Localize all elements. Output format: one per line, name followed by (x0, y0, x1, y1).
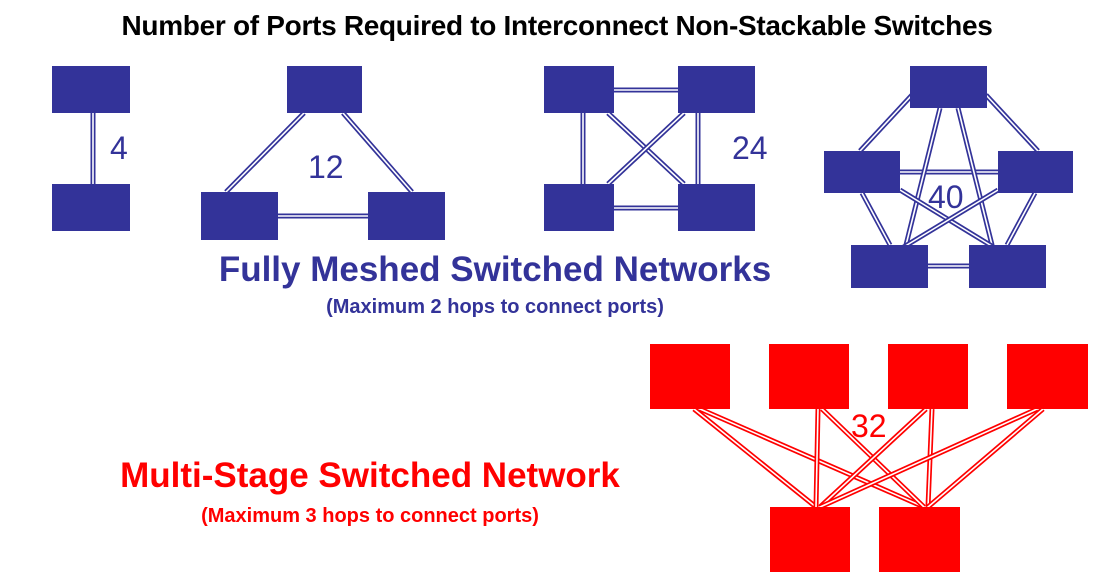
edge-switch-node (650, 344, 730, 409)
switch-node (544, 66, 614, 113)
link (984, 93, 1040, 153)
switch-node (678, 66, 755, 113)
link (224, 111, 306, 194)
link (955, 107, 995, 246)
edge-switch-node (888, 344, 968, 409)
labels-layer: 4 12 24 40 32 (110, 130, 964, 444)
link (1004, 191, 1038, 247)
port-count-2-switch: 4 (110, 130, 128, 166)
switch-node (969, 245, 1046, 288)
link (606, 111, 686, 186)
port-count-3-switch: 12 (308, 149, 344, 185)
fully-meshed-subheading: (Maximum 2 hops to connect ports) (326, 296, 664, 318)
switch-node (201, 192, 278, 240)
link (692, 407, 818, 509)
switch-node (851, 245, 928, 288)
link (903, 107, 943, 246)
link (818, 407, 928, 509)
switch-node (52, 184, 130, 231)
links-layer (90, 87, 1045, 510)
link (698, 406, 926, 510)
switch-node (287, 66, 362, 113)
switch-node (544, 184, 614, 231)
switch-node (998, 151, 1073, 193)
link (813, 408, 821, 508)
page-title: Number of Ports Required to Interconnect… (121, 10, 993, 41)
port-count-4-switch: 24 (732, 130, 768, 166)
link (858, 93, 914, 153)
link (926, 407, 1045, 509)
link (818, 406, 1039, 510)
port-count-5-switch: 40 (928, 179, 964, 215)
link (859, 191, 893, 247)
switch-node (824, 151, 900, 193)
core-switch-node (770, 507, 850, 572)
multi-stage-subheading: (Maximum 3 hops to connect ports) (201, 505, 539, 527)
switch-node (368, 192, 445, 240)
fully-meshed-heading: Fully Meshed Switched Networks (218, 250, 772, 289)
link (341, 111, 414, 194)
core-switch-node (879, 507, 960, 572)
edge-switch-node (769, 344, 849, 409)
nodes-layer (52, 66, 1088, 572)
port-count-multistage: 32 (851, 408, 887, 444)
switch-node (678, 184, 755, 231)
edge-switch-node (1007, 344, 1088, 409)
link (900, 187, 1000, 251)
switch-node (910, 66, 987, 108)
switch-node (52, 66, 130, 113)
multi-stage-heading: Multi-Stage Switched Network (120, 456, 620, 495)
